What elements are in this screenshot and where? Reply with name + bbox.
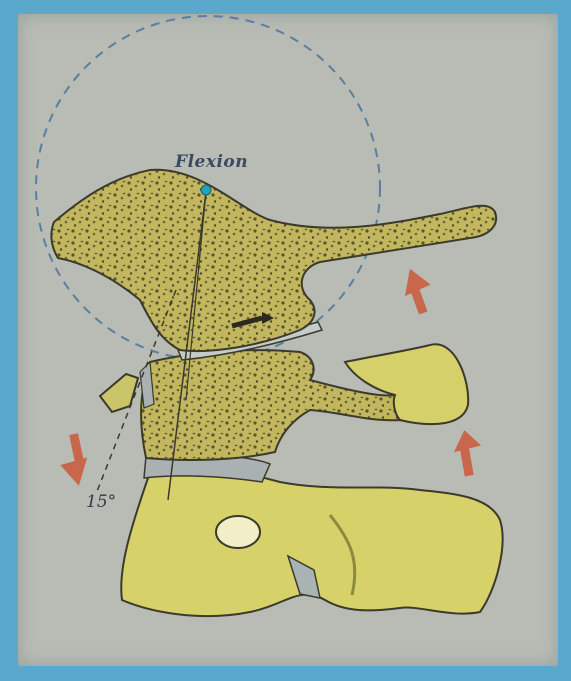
upper-vertebra (51, 170, 496, 351)
lower-vertebra-foramen (216, 516, 260, 548)
bone-fragment (100, 374, 138, 412)
flexion-label: Flexion (175, 152, 248, 172)
arrow-upper-right (397, 264, 432, 315)
pivot-point (201, 185, 211, 195)
arrow-lower-right (450, 428, 481, 477)
arrow-lower-left (60, 433, 93, 488)
angle-label: 15° (86, 492, 116, 512)
